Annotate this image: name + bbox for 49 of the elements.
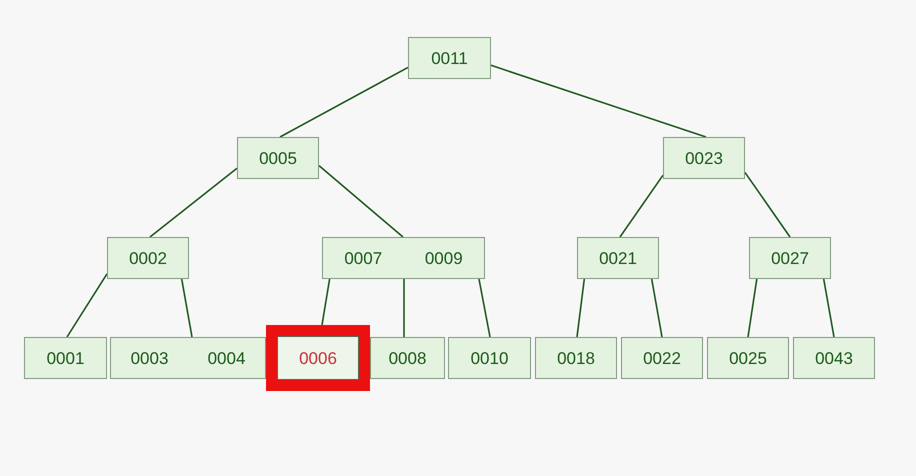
connector-line bbox=[478, 278, 491, 338]
key-text: 0023 bbox=[685, 150, 723, 166]
key-text: 0009 bbox=[424, 250, 463, 266]
connector-line bbox=[280, 66, 408, 138]
tree-node bbox=[707, 337, 789, 379]
tree-node bbox=[322, 237, 485, 279]
key-text: 0043 bbox=[815, 350, 853, 366]
key-text: 0025 bbox=[729, 350, 767, 366]
key-text: 0022 bbox=[643, 350, 681, 366]
tree-node bbox=[107, 237, 189, 279]
tree-node bbox=[577, 237, 659, 279]
connector-line bbox=[822, 278, 835, 338]
connector-line bbox=[576, 278, 586, 338]
tree-node bbox=[24, 337, 107, 379]
key-text: 0008 bbox=[388, 350, 426, 366]
key-text: 0021 bbox=[599, 250, 637, 266]
tree-node bbox=[663, 137, 745, 179]
connector-line bbox=[747, 278, 758, 338]
key-text: 0001 bbox=[46, 350, 84, 366]
tree-node bbox=[408, 37, 491, 79]
tree-node bbox=[237, 137, 319, 179]
connector-line bbox=[619, 174, 664, 238]
tree-node bbox=[110, 337, 266, 379]
connector-line bbox=[403, 279, 405, 337]
connector-line bbox=[321, 278, 330, 326]
connector-line bbox=[318, 165, 404, 238]
key-text: 0004 bbox=[208, 350, 246, 366]
connector-line bbox=[150, 168, 238, 238]
connector-line bbox=[650, 278, 663, 338]
key-text: 0010 bbox=[470, 350, 508, 366]
key-text: 0006 bbox=[299, 350, 337, 366]
highlighted-tree-node bbox=[266, 325, 370, 391]
tree-node bbox=[370, 337, 445, 379]
tree-node bbox=[621, 337, 703, 379]
key-text: 0027 bbox=[771, 250, 809, 266]
tree-node bbox=[793, 337, 875, 379]
connector-line bbox=[66, 273, 108, 338]
key-text: 0005 bbox=[259, 150, 297, 166]
key-text: 0003 bbox=[130, 350, 168, 366]
tree-node bbox=[448, 337, 531, 379]
key-text: 0007 bbox=[344, 250, 382, 266]
tree-node bbox=[749, 237, 831, 279]
key-text: 0018 bbox=[557, 350, 595, 366]
key-text: 0011 bbox=[431, 50, 468, 66]
connector-line bbox=[180, 278, 193, 338]
connector-line bbox=[490, 64, 706, 138]
key-text: 0002 bbox=[129, 250, 167, 266]
connector-line bbox=[744, 172, 791, 238]
tree-node bbox=[535, 337, 617, 379]
